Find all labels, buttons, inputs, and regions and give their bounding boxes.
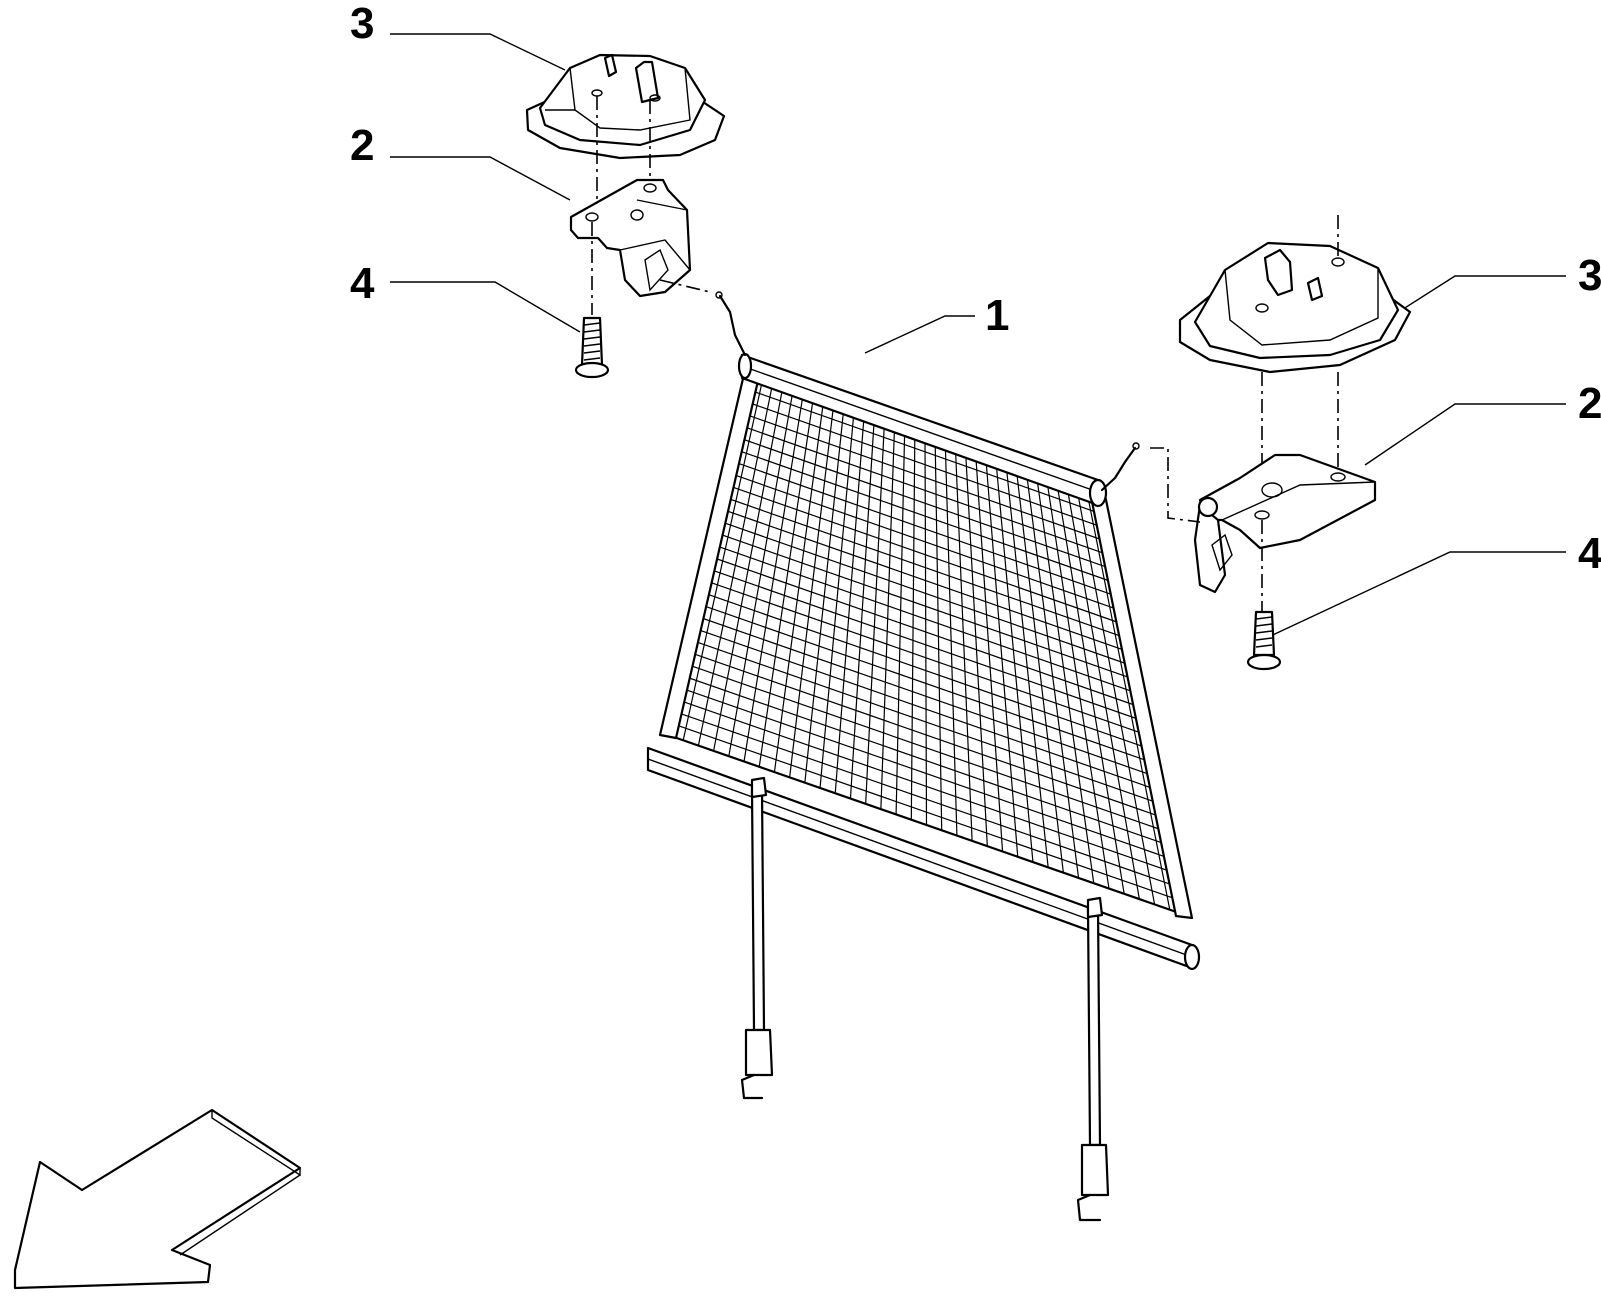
mounting-bracket-right [1193, 453, 1377, 594]
strap-right [1076, 896, 1110, 1222]
fixing-screw-right [1246, 610, 1282, 671]
callout-tl-4: 4 [350, 259, 581, 333]
callout-center-1: 1 [864, 291, 1009, 354]
callout-label: 3 [350, 0, 374, 48]
callout-tl-3: 3 [350, 0, 566, 71]
strap-left [740, 776, 774, 1100]
callout-label: 4 [1578, 529, 1601, 578]
net-partition [646, 291, 1201, 971]
callout-label: 1 [985, 291, 1009, 340]
callout-tr-3: 3 [1377, 251, 1601, 326]
callout-label: 4 [350, 259, 375, 308]
direction-arrow-icon [13, 1108, 302, 1290]
bracket-cover-left [525, 53, 726, 160]
callout-tr-4: 4 [1261, 529, 1601, 641]
callout-tr-2: 2 [1364, 379, 1601, 466]
callout-tl-2: 2 [350, 121, 571, 201]
mesh-grid [670, 381, 1183, 910]
bracket-cover-right [1178, 241, 1412, 374]
callout-label: 3 [1578, 251, 1601, 300]
mounting-bracket-left [569, 178, 692, 298]
callout-label: 2 [350, 121, 374, 170]
callout-label: 2 [1578, 379, 1601, 428]
fixing-screw-left [574, 316, 610, 379]
